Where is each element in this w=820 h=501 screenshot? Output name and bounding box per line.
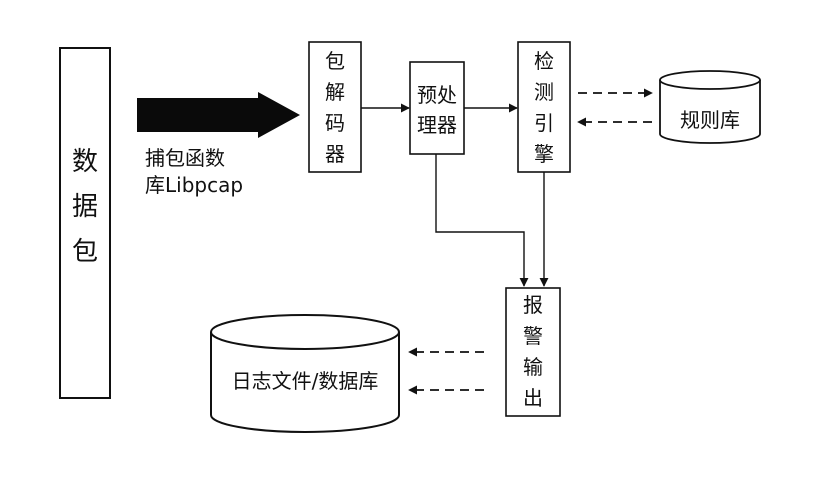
engine-char-3: 引 <box>534 111 554 135</box>
engine-char-2: 测 <box>534 80 554 104</box>
data-packet-char-2: 据 <box>72 192 98 222</box>
data-packet-box: 数 据 包 <box>59 47 111 399</box>
preprocessor-line1: 预处 <box>417 83 457 107</box>
decoder-char-2: 解 <box>325 80 345 104</box>
alert-char-3: 输 <box>523 355 543 379</box>
capture-lib-line2: 库Libpcap <box>145 173 243 197</box>
alert-char-1: 报 <box>523 293 543 317</box>
alert-char-2: 警 <box>523 324 543 348</box>
data-packet-char-3: 包 <box>72 237 98 267</box>
rule-db-label: 规则库 <box>680 108 740 132</box>
capture-lib-line1: 捕包函数 <box>145 146 225 170</box>
decoder-box: 包 解 码 器 <box>308 41 362 173</box>
alert-char-4: 出 <box>523 386 543 410</box>
data-packet-char-1: 数 <box>72 147 98 177</box>
log-db-cylinder: 日志文件/数据库 <box>210 314 400 433</box>
decoder-char-3: 码 <box>325 111 345 135</box>
arrow-preprocessor-to-alert <box>435 154 529 287</box>
detection-engine-box: 检 测 引 擎 <box>517 41 571 173</box>
engine-char-1: 检 <box>534 49 554 73</box>
alert-output-box: 报 警 输 出 <box>505 287 561 417</box>
decoder-char-4: 器 <box>325 142 345 166</box>
preprocessor-line2: 理器 <box>417 113 457 137</box>
engine-char-4: 擎 <box>534 142 554 166</box>
preprocessor-box: 预处 理器 <box>409 61 465 155</box>
capture-arrow <box>137 92 300 138</box>
log-db-label: 日志文件/数据库 <box>232 369 379 393</box>
rule-db-cylinder: 规则库 <box>659 70 761 144</box>
decoder-char-1: 包 <box>325 49 345 73</box>
